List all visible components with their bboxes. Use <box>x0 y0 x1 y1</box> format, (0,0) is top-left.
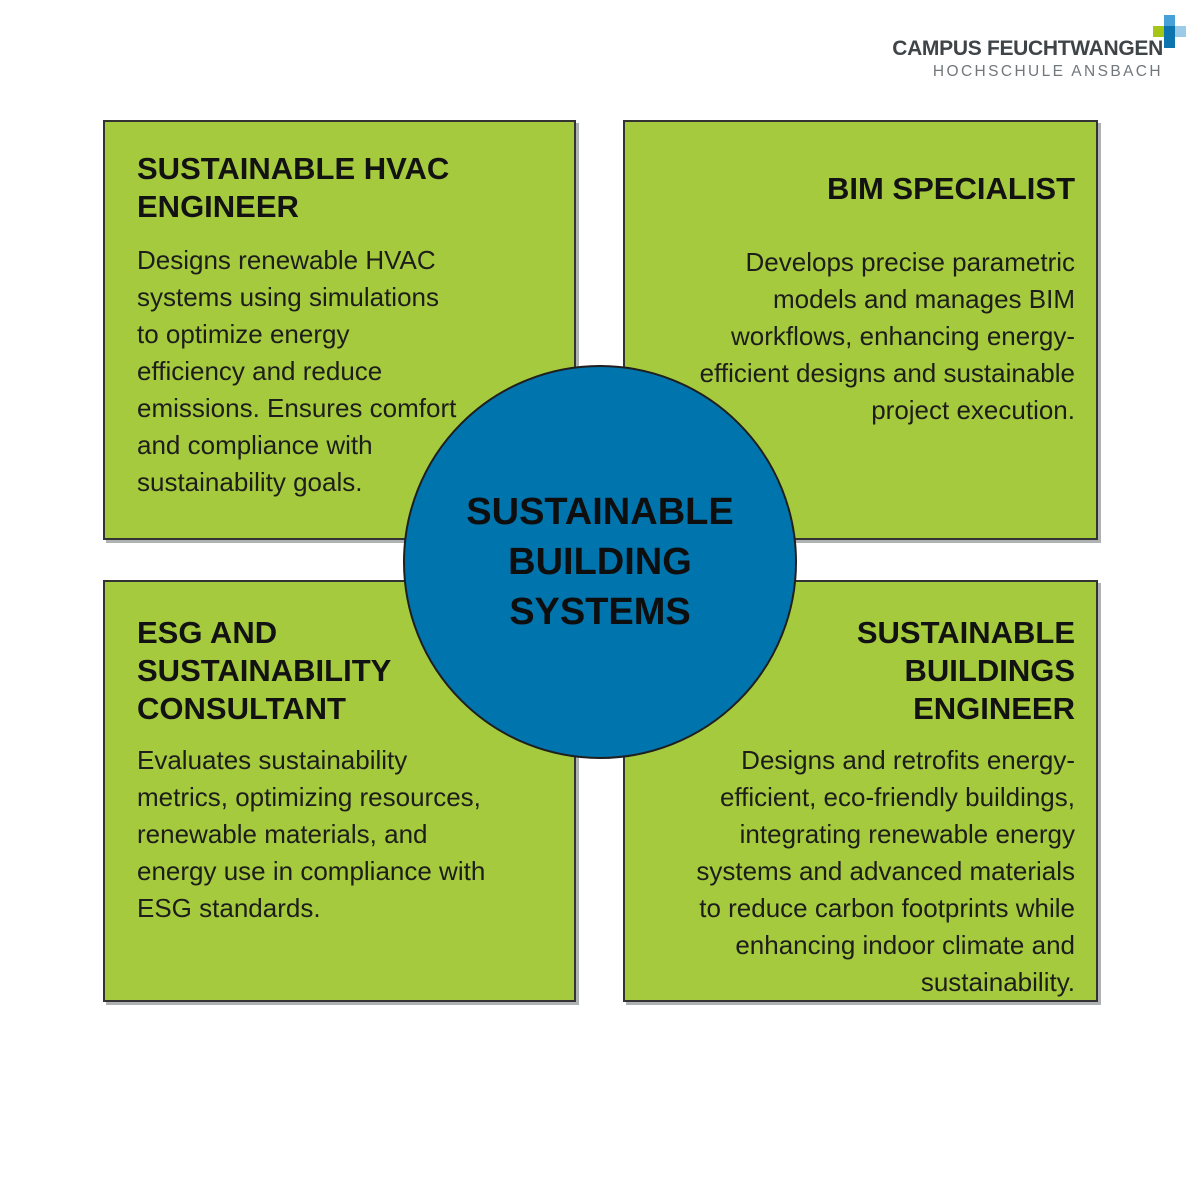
campus-logo: CAMPUS FEUCHTWANGEN HOCHSCHULE ANSBACH <box>892 38 1163 80</box>
plus-icon-bottom-square <box>1164 37 1175 48</box>
quadrant-title: ESG AND SUSTAINABILITY CONSULTANT <box>137 615 392 726</box>
quadrant-body: Develops precise parametric models and m… <box>699 247 1075 425</box>
plus-icon-left-square <box>1153 26 1164 37</box>
diagram-title: SUSTAINABLE BUILDING SYSTEMS <box>466 491 734 633</box>
quadrant-title: SUSTAINABLE BUILDINGS ENGINEER <box>856 615 1075 726</box>
quadrant-title: SUSTAINABLE HVAC ENGINEER <box>137 151 450 224</box>
center-circle: SUSTAINABLE BUILDING SYSTEMS <box>403 365 797 759</box>
logo-campus-name: CAMPUS FEUCHTWANGEN <box>892 37 1163 60</box>
quadrant-sustainable-hvac-engineer: SUSTAINABLE HVAC ENGINEER Designs renewa… <box>103 120 576 540</box>
plus-icon <box>1153 15 1186 48</box>
plus-icon-right-square <box>1175 26 1186 37</box>
quadrant-body: Designs renewable HVAC systems using sim… <box>137 245 457 497</box>
plus-icon-center-square <box>1164 26 1175 37</box>
logo-school-name: HOCHSCHULE ANSBACH <box>932 63 1163 80</box>
quadrant-body: Designs and retrofits energy- efficient,… <box>696 745 1075 997</box>
quadrant-title: BIM SPECIALIST <box>826 171 1075 206</box>
quadrant-body: Evaluates sustainability metrics, optimi… <box>137 745 486 923</box>
plus-icon-top-square <box>1164 15 1175 26</box>
